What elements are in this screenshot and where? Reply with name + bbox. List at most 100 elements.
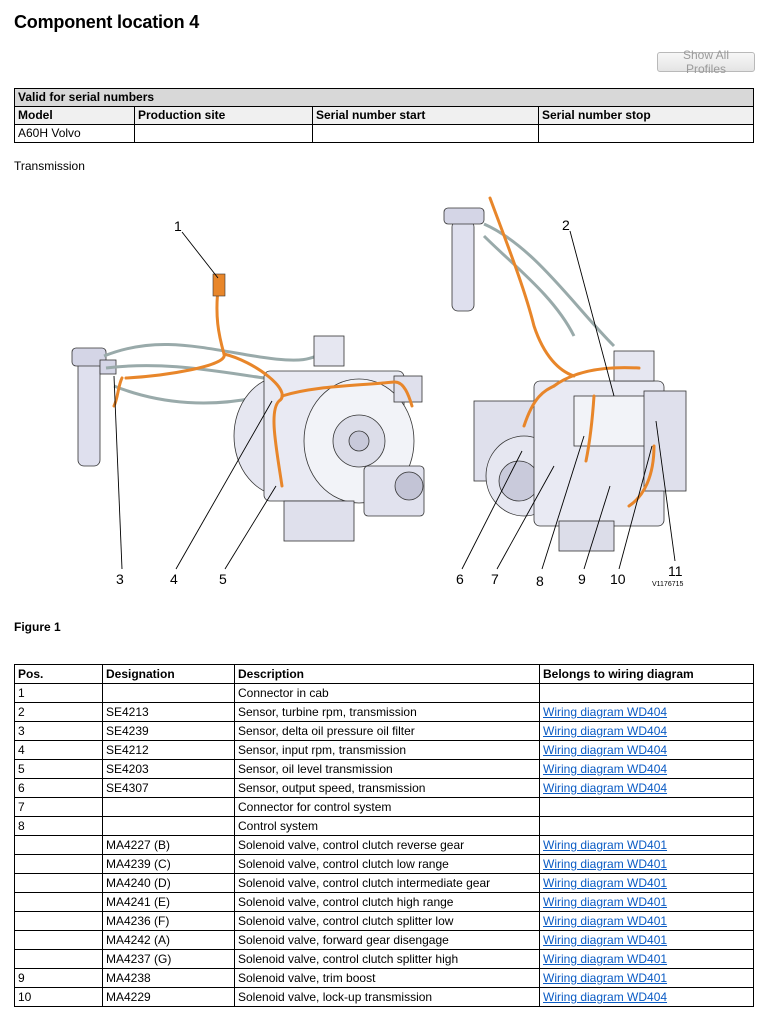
cell-diagram: Wiring diagram WD401 xyxy=(539,949,754,969)
cell-designation: MA4242 (A) xyxy=(102,930,235,950)
wiring-diagram-link[interactable]: Wiring diagram WD404 xyxy=(543,781,668,795)
wiring-diagram-link[interactable]: Wiring diagram WD401 xyxy=(543,895,668,909)
cell-designation: MA4238 xyxy=(102,968,235,988)
table-row: MA4236 (F)Solenoid valve, control clutch… xyxy=(14,911,754,931)
cell-designation: SE4213 xyxy=(102,702,235,722)
cell-diagram xyxy=(539,816,754,836)
wiring-diagram-link[interactable]: Wiring diagram WD401 xyxy=(543,933,668,947)
wiring-diagram-link[interactable]: Wiring diagram WD401 xyxy=(543,914,668,928)
section-subheading: Transmission xyxy=(14,159,85,173)
cell-pos: 1 xyxy=(14,683,103,703)
show-all-profiles-button[interactable]: Show All Profiles xyxy=(657,48,755,76)
serial-header-model: Model xyxy=(14,106,135,125)
table-row: MA4227 (B)Solenoid valve, control clutch… xyxy=(14,835,754,855)
cell-description: Sensor, input rpm, transmission xyxy=(234,740,540,760)
serial-header-serial-start: Serial number start xyxy=(312,106,539,125)
cell-diagram: Wiring diagram WD404 xyxy=(539,987,754,1007)
transmission-figure: 1 2 3 4 5 6 7 8 9 10 11 V1176715 xyxy=(71,196,687,589)
cell-pos xyxy=(14,873,103,893)
table-row: 1 Connector in cab xyxy=(14,683,754,703)
serial-header-production-site: Production site xyxy=(134,106,313,125)
wiring-diagram-link[interactable]: Wiring diagram WD401 xyxy=(543,971,668,985)
cell-pos: 2 xyxy=(14,702,103,722)
cell-diagram: Wiring diagram WD401 xyxy=(539,854,754,874)
left-transmission-drawing xyxy=(71,335,425,542)
callout-6: 6 xyxy=(456,571,464,587)
wiring-diagram-link[interactable]: Wiring diagram WD404 xyxy=(543,990,668,1004)
cell-designation: SE4212 xyxy=(102,740,235,760)
cell-description: Sensor, output speed, transmission xyxy=(234,778,540,798)
table-row: MA4241 (E)Solenoid valve, control clutch… xyxy=(14,892,754,912)
wiring-diagram-link[interactable]: Wiring diagram WD404 xyxy=(543,762,668,776)
cell-diagram: Wiring diagram WD404 xyxy=(539,721,754,741)
cell-diagram: Wiring diagram WD401 xyxy=(539,873,754,893)
wiring-diagram-link[interactable]: Wiring diagram WD401 xyxy=(543,838,668,852)
cell-diagram: Wiring diagram WD401 xyxy=(539,911,754,931)
header-designation: Designation xyxy=(102,664,235,684)
cell-description: Solenoid valve, control clutch splitter … xyxy=(234,949,540,969)
table-row: 7 Connector for control system xyxy=(14,797,754,817)
callout-2: 2 xyxy=(562,217,570,233)
table-row: MA4240 (D)Solenoid valve, control clutch… xyxy=(14,873,754,893)
cell-designation xyxy=(102,797,235,817)
callout-4: 4 xyxy=(170,571,178,587)
cell-designation: MA4236 (F) xyxy=(102,911,235,931)
cell-description: Solenoid valve, lock-up transmission xyxy=(234,987,540,1007)
cell-description: Solenoid valve, control clutch intermedi… xyxy=(234,873,540,893)
cell-designation: SE4203 xyxy=(102,759,235,779)
wiring-diagram-link[interactable]: Wiring diagram WD404 xyxy=(543,743,668,757)
cell-pos xyxy=(14,911,103,931)
wiring-diagram-link[interactable]: Wiring diagram WD401 xyxy=(543,857,668,871)
cell-description: Sensor, oil level transmission xyxy=(234,759,540,779)
figure-image-code: V1176715 xyxy=(652,581,684,588)
right-wiring-harness xyxy=(488,196,656,508)
header-wiring-diagram: Belongs to wiring diagram xyxy=(539,664,754,684)
callout-leaders xyxy=(113,230,676,570)
cell-description: Solenoid valve, forward gear disengage xyxy=(234,930,540,950)
callout-5: 5 xyxy=(219,571,227,587)
cell-pos: 5 xyxy=(14,759,103,779)
cell-diagram: Wiring diagram WD401 xyxy=(539,835,754,855)
cell-pos xyxy=(14,854,103,874)
serial-cell-production-site xyxy=(134,124,313,143)
cell-pos xyxy=(14,949,103,969)
callout-8: 8 xyxy=(536,573,544,589)
cell-pos xyxy=(14,892,103,912)
cell-designation: MA4229 xyxy=(102,987,235,1007)
cell-designation xyxy=(102,683,235,703)
cell-description: Connector for control system xyxy=(234,797,540,817)
cell-designation: MA4241 (E) xyxy=(102,892,235,912)
serial-table-caption: Valid for serial numbers xyxy=(14,88,754,107)
cell-designation: MA4240 (D) xyxy=(102,873,235,893)
cell-pos: 8 xyxy=(14,816,103,836)
cell-diagram xyxy=(539,797,754,817)
callout-10: 10 xyxy=(610,571,626,587)
callout-9: 9 xyxy=(578,571,586,587)
cell-diagram: Wiring diagram WD404 xyxy=(539,778,754,798)
right-transmission-drawing xyxy=(443,207,687,552)
wiring-diagram-link[interactable]: Wiring diagram WD401 xyxy=(543,876,668,890)
cell-description: Connector in cab xyxy=(234,683,540,703)
header-description: Description xyxy=(234,664,540,684)
cell-designation xyxy=(102,816,235,836)
callout-1: 1 xyxy=(174,218,182,234)
cell-designation: SE4307 xyxy=(102,778,235,798)
wiring-diagram-link[interactable]: Wiring diagram WD401 xyxy=(543,952,668,966)
wiring-diagram-link[interactable]: Wiring diagram WD404 xyxy=(543,705,668,719)
cell-diagram xyxy=(539,683,754,703)
cell-diagram: Wiring diagram WD404 xyxy=(539,740,754,760)
component-table: Pos. Designation Description Belongs to … xyxy=(14,664,754,1007)
wiring-diagram-link[interactable]: Wiring diagram WD404 xyxy=(543,724,668,738)
serial-cell-model: A60H Volvo xyxy=(14,124,135,143)
cell-designation: SE4239 xyxy=(102,721,235,741)
cell-pos: 9 xyxy=(14,968,103,988)
cell-pos: 7 xyxy=(14,797,103,817)
cell-diagram: Wiring diagram WD404 xyxy=(539,702,754,722)
table-row: MA4242 (A)Solenoid valve, forward gear d… xyxy=(14,930,754,950)
cell-description: Solenoid valve, control clutch low range xyxy=(234,854,540,874)
cell-designation: MA4239 (C) xyxy=(102,854,235,874)
table-row: MA4237 (G)Solenoid valve, control clutch… xyxy=(14,949,754,969)
